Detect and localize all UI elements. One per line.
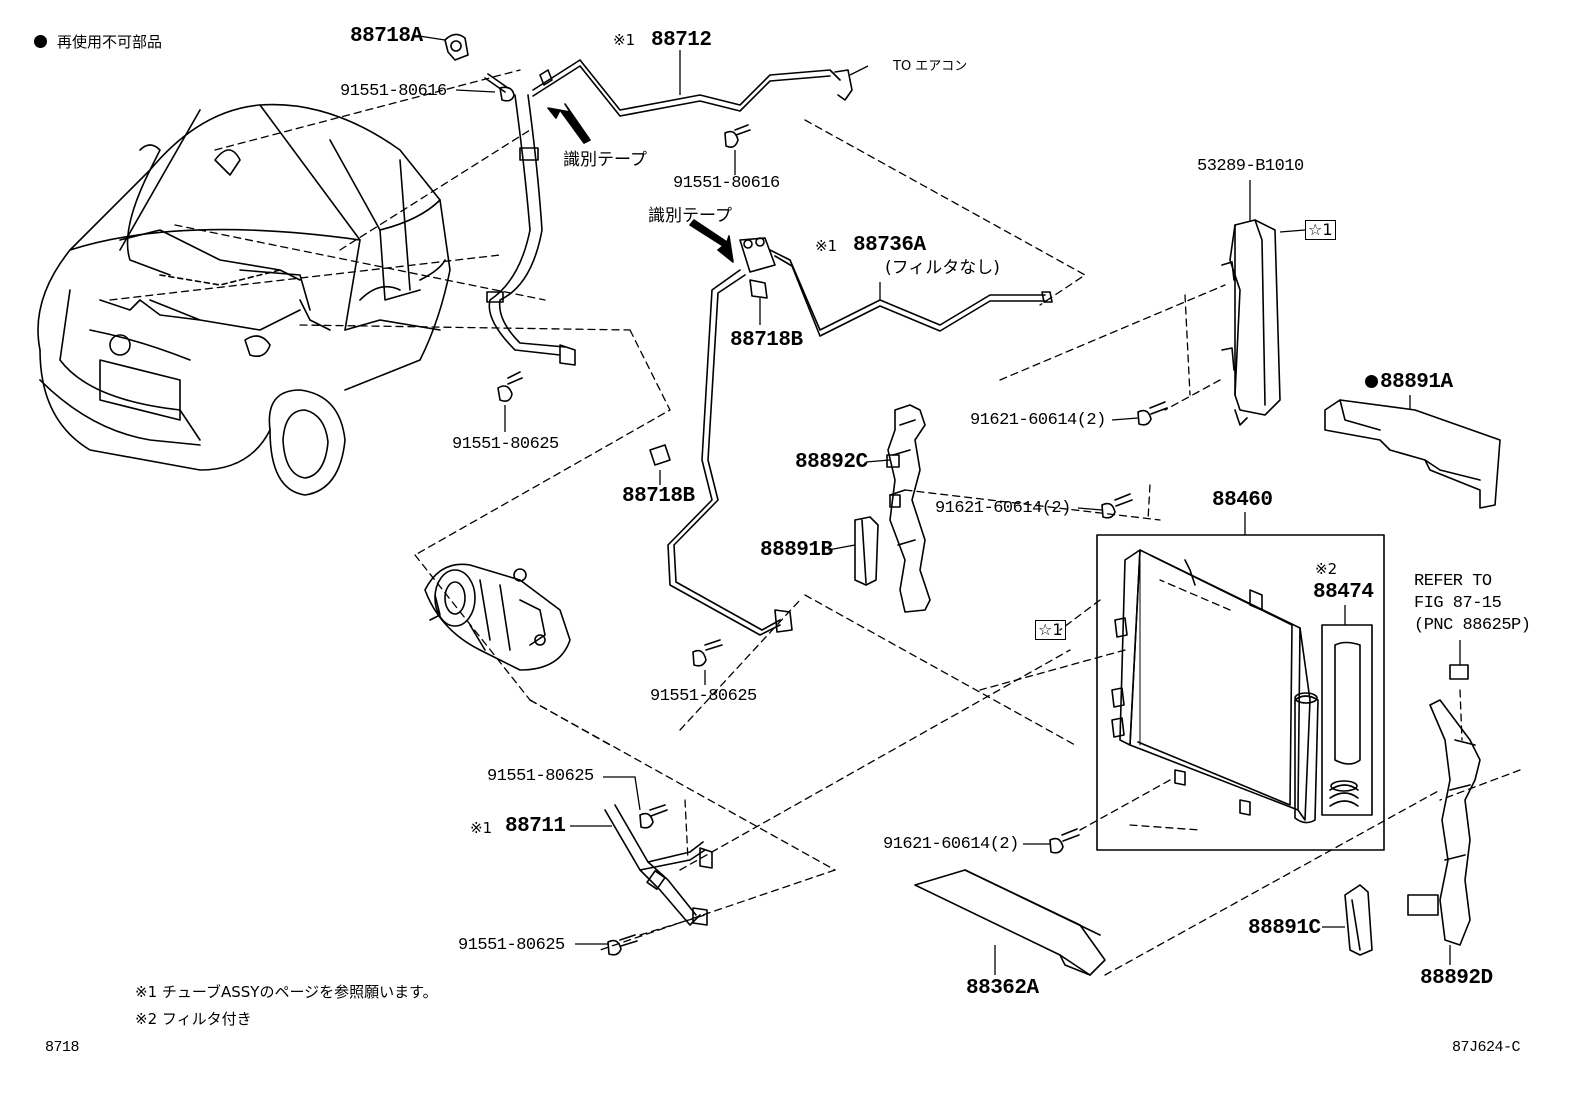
label-88891A-text: 88891A: [1380, 371, 1453, 394]
label-to-aircon: TO エアコン: [893, 59, 968, 74]
label-88892C: 88892C: [795, 451, 868, 474]
part-88362A: [914, 869, 1106, 976]
label-91621-60614-a: 91621-60614(2): [970, 411, 1106, 430]
part-88891A: [1324, 399, 1501, 509]
tape-arrows: [547, 103, 734, 263]
leader-lines: [109, 69, 1521, 976]
star1-mid-box: ☆1: [1035, 620, 1066, 640]
tube-liquid-line: [649, 269, 793, 636]
label-91621-60614-c: 91621-60614(2): [883, 835, 1019, 854]
tube-88711: [604, 804, 713, 926]
label-88362A: 88362A: [966, 977, 1039, 1000]
footnote-2: ※2 フィルタ付き: [135, 1010, 252, 1028]
part-53289-b1010: [1221, 219, 1281, 426]
legend-text: 再使用不可部品: [57, 33, 163, 51]
label-88718B-b: 88718B: [622, 485, 695, 508]
mark-2: ※2: [1315, 560, 1338, 578]
label-88891C: 88891C: [1248, 917, 1321, 940]
vehicle-illustration: [37, 103, 451, 496]
mark-1-88711: ※1: [470, 819, 493, 837]
label-88891B: 88891B: [760, 539, 833, 562]
label-tape-1: 識別テープ: [563, 150, 647, 170]
label-88718A: 88718A: [350, 25, 423, 48]
label-star1-mid: ☆1: [1035, 620, 1066, 640]
footer-right: 87J624-C: [1452, 1039, 1521, 1056]
label-91551-80625-b: 91551-80625: [650, 687, 757, 706]
label-91551-80625-d: 91551-80625: [458, 936, 565, 955]
condenser-box: [1096, 534, 1385, 851]
label-refer-2: FIG 87-15: [1414, 594, 1502, 613]
legend-non-reusable: 再使用不可部品: [34, 35, 162, 50]
label-91551-80625-a: 91551-80625: [452, 435, 559, 454]
mark-1-88736A: ※1: [815, 237, 838, 255]
bolts: [484, 73, 1168, 956]
label-tape-2: 識別テープ: [648, 206, 732, 226]
tube-88712: [532, 59, 853, 117]
label-53289-b1010: 53289-B1010: [1197, 157, 1304, 176]
label-88474: 88474: [1313, 581, 1374, 604]
label-88718B-a: 88718B: [730, 329, 803, 352]
label-88460: 88460: [1212, 489, 1273, 512]
part-88892D: [1407, 664, 1481, 946]
part-88891B: [854, 516, 879, 586]
label-88892D: 88892D: [1420, 967, 1493, 990]
label-91551-80625-c: 91551-80625: [487, 767, 594, 786]
footer-left: 8718: [45, 1039, 80, 1056]
bullet-icon: [34, 35, 47, 48]
label-88891A: 88891A: [1365, 372, 1453, 393]
part-88891C: [1344, 884, 1373, 956]
label-star1-top: ☆1: [1305, 220, 1336, 240]
footnote-1: ※1 チューブASSYのページを参照願います。: [135, 983, 438, 1001]
label-88712: 88712: [651, 29, 712, 52]
clamp-88718A: [444, 33, 469, 61]
mark-1-88712: ※1: [613, 31, 636, 49]
label-91621-60614-b: 91621-60614(2): [935, 499, 1071, 518]
label-no-filter: (フィルタなし): [885, 258, 1000, 278]
tube-88736A: [739, 237, 1053, 337]
label-91551-80616-a: 91551-80616: [340, 82, 447, 101]
star1-top-box: ☆1: [1305, 220, 1336, 240]
part-88892C: [886, 404, 931, 613]
hose-left: [486, 94, 576, 366]
label-refer-1: REFER TO: [1414, 572, 1492, 591]
label-refer-3: (PNC 88625P): [1414, 616, 1531, 635]
non-reusable-dot-icon: [1365, 375, 1378, 388]
label-88711: 88711: [505, 815, 566, 838]
label-88736A: 88736A: [853, 234, 926, 257]
label-91551-80616-b: 91551-80616: [673, 174, 780, 193]
compressor: [424, 563, 571, 671]
